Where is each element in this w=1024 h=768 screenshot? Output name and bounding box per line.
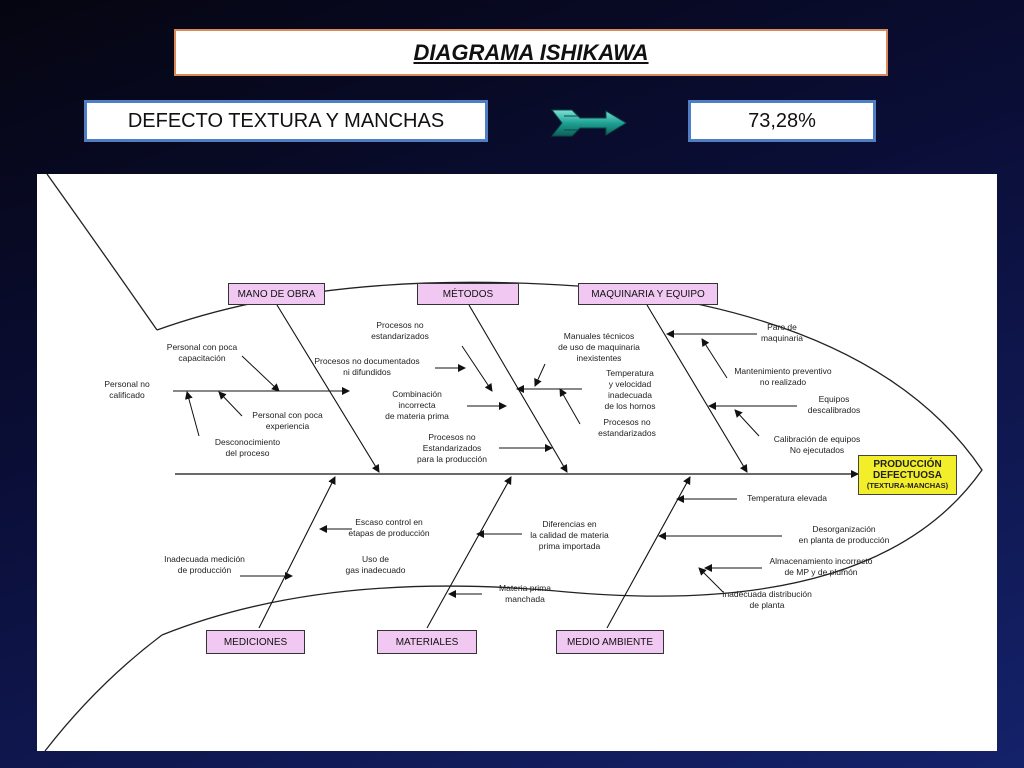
cause-label: Materia prima manchada (499, 583, 551, 604)
cause-label: Almacenamiento incorrecto de MP y de plu… (769, 556, 873, 577)
category-materiales: MATERIALES (377, 630, 477, 654)
ishikawa-diagram: MANO DE OBRA MÉTODOS MAQUINARIA Y EQUIPO… (37, 174, 997, 751)
fish-body-outline (156, 281, 983, 636)
category-maquinaria: MAQUINARIA Y EQUIPO (578, 283, 718, 305)
cause-label: Personal con poca experiencia (252, 410, 323, 431)
category-metodos: MÉTODOS (417, 283, 519, 305)
category-mediciones: MEDICIONES (206, 630, 305, 654)
cause-label: Procesos no estandarizados (598, 417, 656, 438)
cause-label: Calibración de equipos No ejecutados (773, 434, 861, 455)
effect-box: PRODUCCIÓN DEFECTUOSA (TEXTURA-MANCHAS) (858, 455, 957, 495)
cause-label: Procesos no documentados ni difundidos (314, 356, 420, 377)
cause-label: Inadecuada distribución de planta (722, 589, 812, 610)
title-box: DIAGRAMA ISHIKAWA (174, 29, 888, 76)
cause-label: Inadecuada medición de producción (164, 554, 245, 575)
cause-label: Uso de gas inadecuado (345, 554, 406, 575)
defect-box: DEFECTO TEXTURA Y MANCHAS (84, 100, 488, 142)
cause-label: Equipos descalibrados (807, 394, 861, 415)
diagram-title: DIAGRAMA ISHIKAWA (413, 39, 649, 65)
fish-tail-top (46, 174, 158, 331)
cause-label: Combinación incorrecta de materia prima (385, 389, 449, 421)
cause-label: Personal con poca capacitación (166, 342, 238, 363)
cause-label: Diferencias en la calidad de materia pri… (530, 519, 609, 551)
cause-label: Procesos no estandarizados (371, 320, 429, 341)
percentage-box: 73,28% (688, 100, 876, 142)
category-mano-de-obra: MANO DE OBRA (228, 283, 325, 305)
cause-label: Personal no calificado (104, 379, 150, 400)
cause-label: Manuales técnicos de uso de maquinaria i… (558, 331, 640, 363)
percentage-value: 73,28% (748, 109, 816, 132)
cause-label: Desconocimiento del proceso (214, 437, 281, 458)
cause-label: Desorganización en planta de producción (798, 524, 890, 545)
category-medio-ambiente: MEDIO AMBIENTE (556, 630, 664, 654)
defect-label: DEFECTO TEXTURA Y MANCHAS (127, 109, 445, 132)
cause-label: Temperatura y velocidad inadecuada de lo… (604, 368, 656, 411)
effect-subtitle: (TEXTURA-MANCHAS) (866, 481, 949, 490)
effect-title: PRODUCCIÓN DEFECTUOSA (873, 459, 942, 481)
cause-label: Mantenimiento preventivo no realizado (734, 366, 832, 387)
fletched-arrow-icon (550, 106, 630, 140)
cause-label: Temperatura elevada (747, 493, 827, 503)
fishbone-lines (44, 174, 983, 751)
cause-label: Procesos no Estandarizados para la produ… (417, 432, 487, 464)
cause-label: Paro de maquinaria (760, 322, 804, 343)
cause-label: Escaso control en etapas de producción (348, 517, 430, 538)
fish-tail-bottom (44, 634, 163, 751)
